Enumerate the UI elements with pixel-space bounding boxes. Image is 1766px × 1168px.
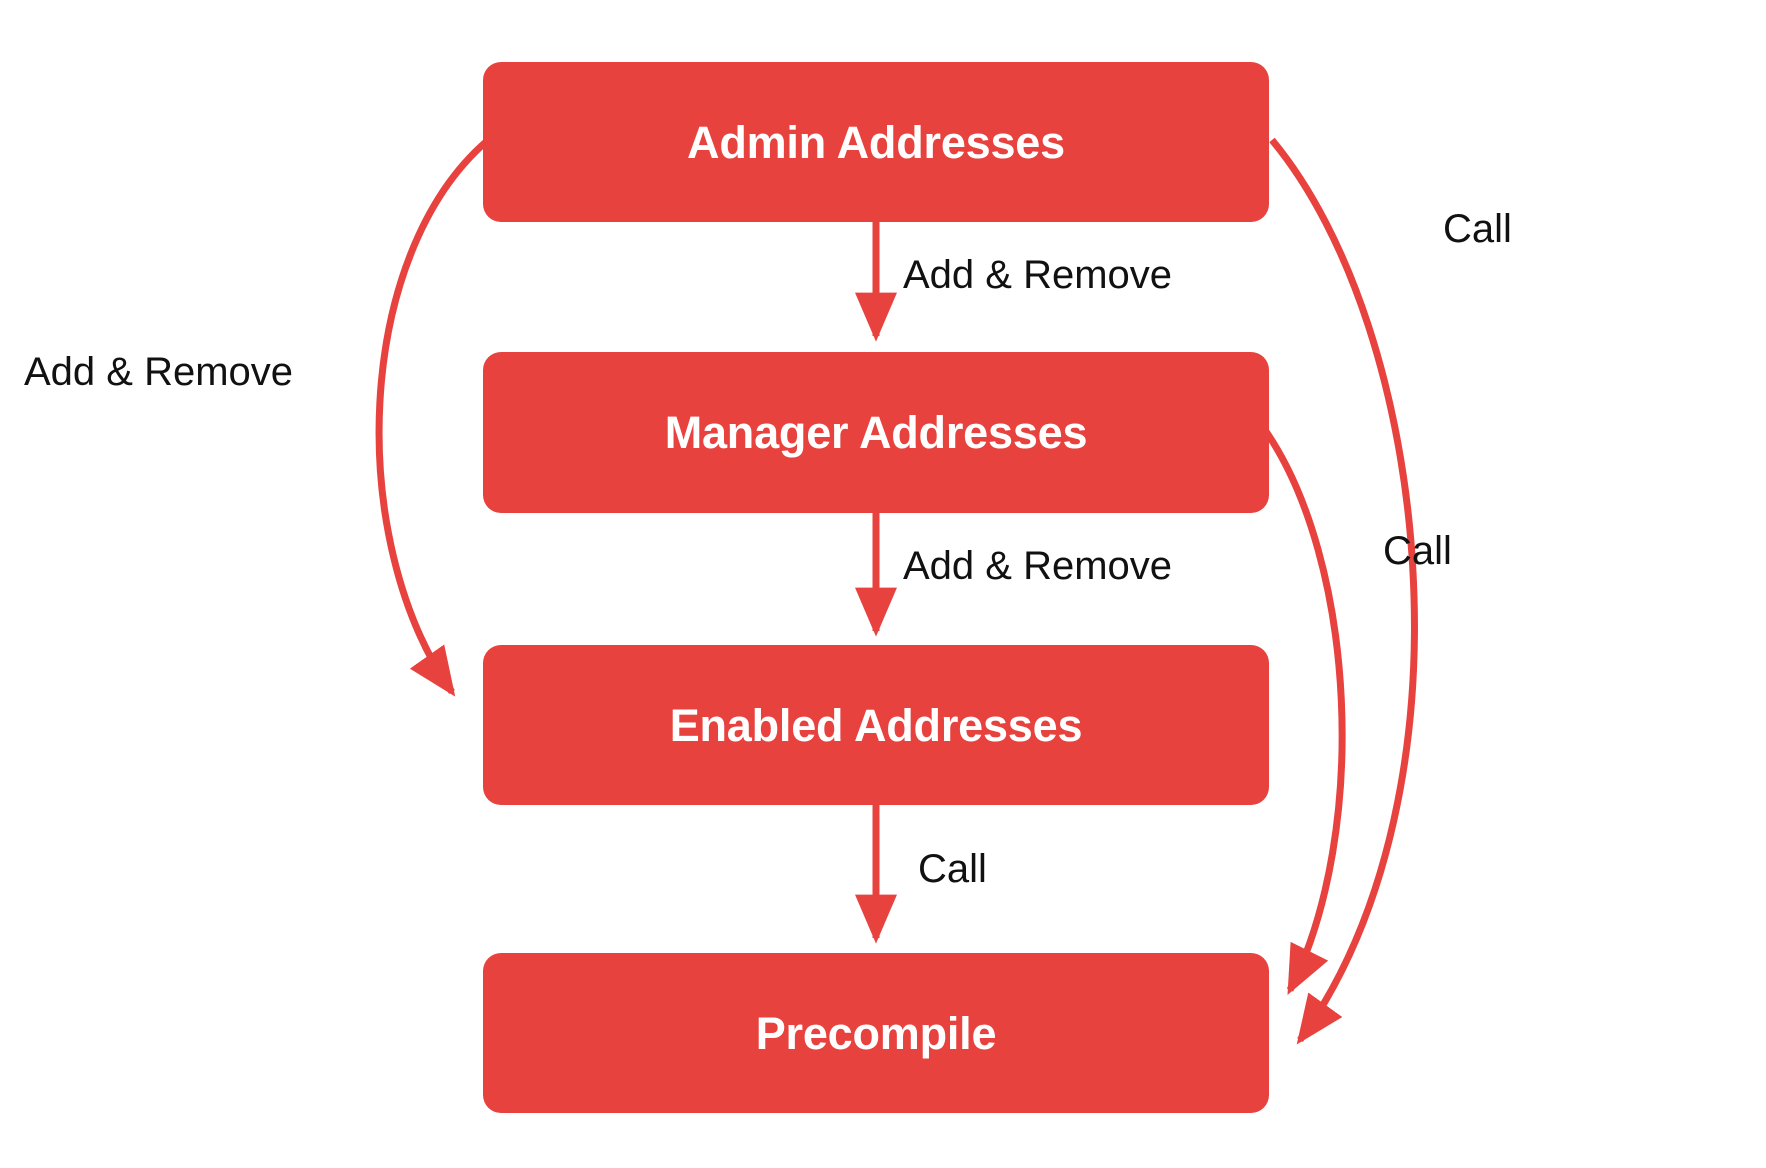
edge-manager-to-precompile [1262,428,1346,996]
node-precompile[interactable]: Precompile [483,953,1269,1113]
edge-admin-to-enabled [375,138,490,697]
edge-label-add-remove-admin-manager: Add & Remove [903,253,1173,297]
edge-label-call-admin-precompile: Call [1443,207,1512,251]
edge-label-add-remove-admin-enabled: Add & Remove [24,350,294,394]
node-admin-addresses[interactable]: Admin Addresses [483,62,1269,222]
node-label-admin: Admin Addresses [687,116,1065,168]
edge-label-add-remove-manager-enabled: Add & Remove [903,544,1173,588]
node-label-enabled: Enabled Addresses [669,699,1083,751]
node-label-precompile: Precompile [755,1007,997,1059]
edge-label-call-enabled-precompile: Call [918,847,987,891]
node-enabled-addresses[interactable]: Enabled Addresses [483,645,1269,805]
edge-label-call-manager-precompile: Call [1383,529,1452,573]
node-manager-addresses[interactable]: Manager Addresses [483,352,1269,513]
node-label-manager: Manager Addresses [664,407,1088,458]
edge-admin-to-precompile [1269,137,1418,1045]
